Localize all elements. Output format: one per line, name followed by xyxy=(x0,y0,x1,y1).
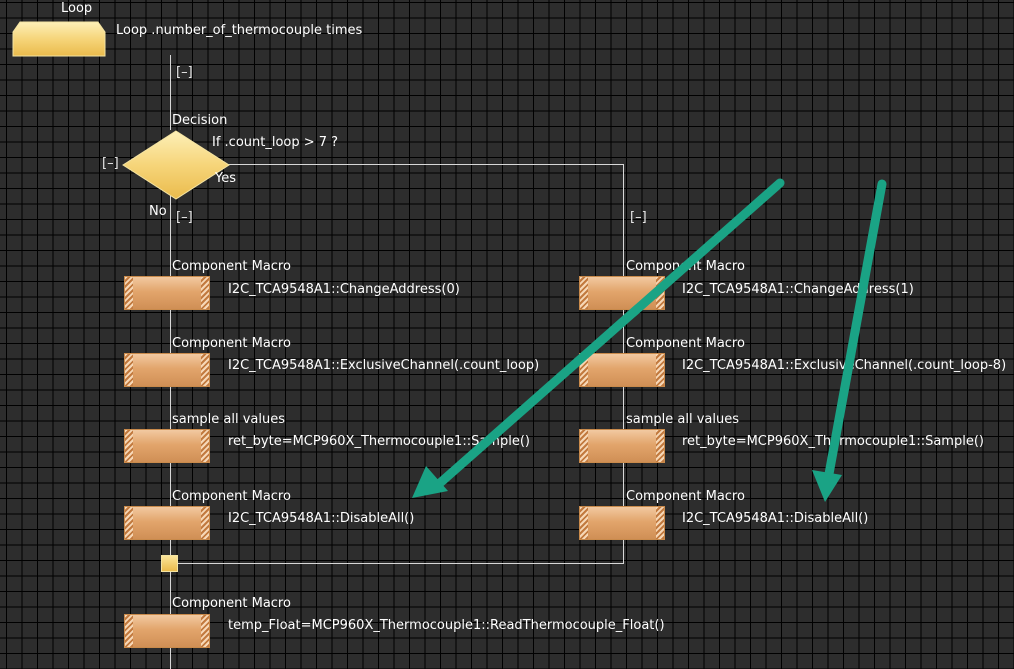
main-wire-top xyxy=(170,55,171,130)
decision-collapse-toggle[interactable]: [–] xyxy=(102,156,119,171)
right-macro-3-block[interactable] xyxy=(579,429,665,463)
left-macro-2-block[interactable] xyxy=(124,353,210,387)
decision-condition: If .count_loop > 7 ? xyxy=(212,135,339,150)
loop-title: Loop xyxy=(61,1,93,16)
decision-yes-label: Yes xyxy=(215,171,236,186)
loop-collapse-toggle[interactable]: [–] xyxy=(176,65,193,80)
decision-diamond[interactable] xyxy=(122,130,230,200)
left-macro-4-text: I2C_TCA9548A1::DisableAll() xyxy=(228,511,415,526)
yes-branch-collapse-toggle[interactable]: [–] xyxy=(630,210,647,225)
decision-title: Decision xyxy=(172,113,228,128)
left-macro-4-block[interactable] xyxy=(124,506,210,540)
left-macro-2-title: Component Macro xyxy=(172,336,291,351)
left-macro-4-title: Component Macro xyxy=(172,489,291,504)
left-macro-3-block[interactable] xyxy=(124,429,210,463)
right-macro-4-text: I2C_TCA9548A1::DisableAll() xyxy=(682,511,869,526)
right-macro-3-title: sample all values xyxy=(626,412,740,427)
left-macro-1-title: Component Macro xyxy=(172,259,291,274)
loop-block[interactable] xyxy=(12,21,106,57)
loop-condition: Loop .number_of_thermocouple times xyxy=(116,23,363,38)
after-macro-text: temp_Float=MCP960X_Thermocouple1::ReadTh… xyxy=(228,618,665,633)
after-macro-block[interactable] xyxy=(124,614,210,648)
merge-wire xyxy=(178,563,624,564)
right-macro-1-text: I2C_TCA9548A1::ChangeAddress(1) xyxy=(682,282,914,297)
left-macro-3-text: ret_byte=MCP960X_Thermocouple1::Sample() xyxy=(228,434,530,449)
no-branch-collapse-toggle[interactable]: [–] xyxy=(176,210,193,225)
left-macro-1-text: I2C_TCA9548A1::ChangeAddress(0) xyxy=(228,282,460,297)
after-macro-title: Component Macro xyxy=(172,596,291,611)
yes-wire-horizontal xyxy=(228,164,624,165)
right-macro-2-text: I2C_TCA9548A1::ExclusiveChannel(.count_l… xyxy=(682,358,1007,373)
left-macro-2-text: I2C_TCA9548A1::ExclusiveChannel(.count_l… xyxy=(228,358,540,373)
right-macro-2-title: Component Macro xyxy=(626,336,745,351)
right-macro-4-block[interactable] xyxy=(579,506,665,540)
left-macro-3-title: sample all values xyxy=(172,412,286,427)
arrow-to-right-disableall xyxy=(812,179,887,502)
merge-node[interactable] xyxy=(161,555,178,572)
right-macro-4-title: Component Macro xyxy=(626,489,745,504)
decision-no-label: No xyxy=(149,204,167,219)
left-macro-1-block[interactable] xyxy=(124,276,210,310)
arrow-to-left-disableall xyxy=(412,178,785,498)
right-macro-2-block[interactable] xyxy=(579,353,665,387)
